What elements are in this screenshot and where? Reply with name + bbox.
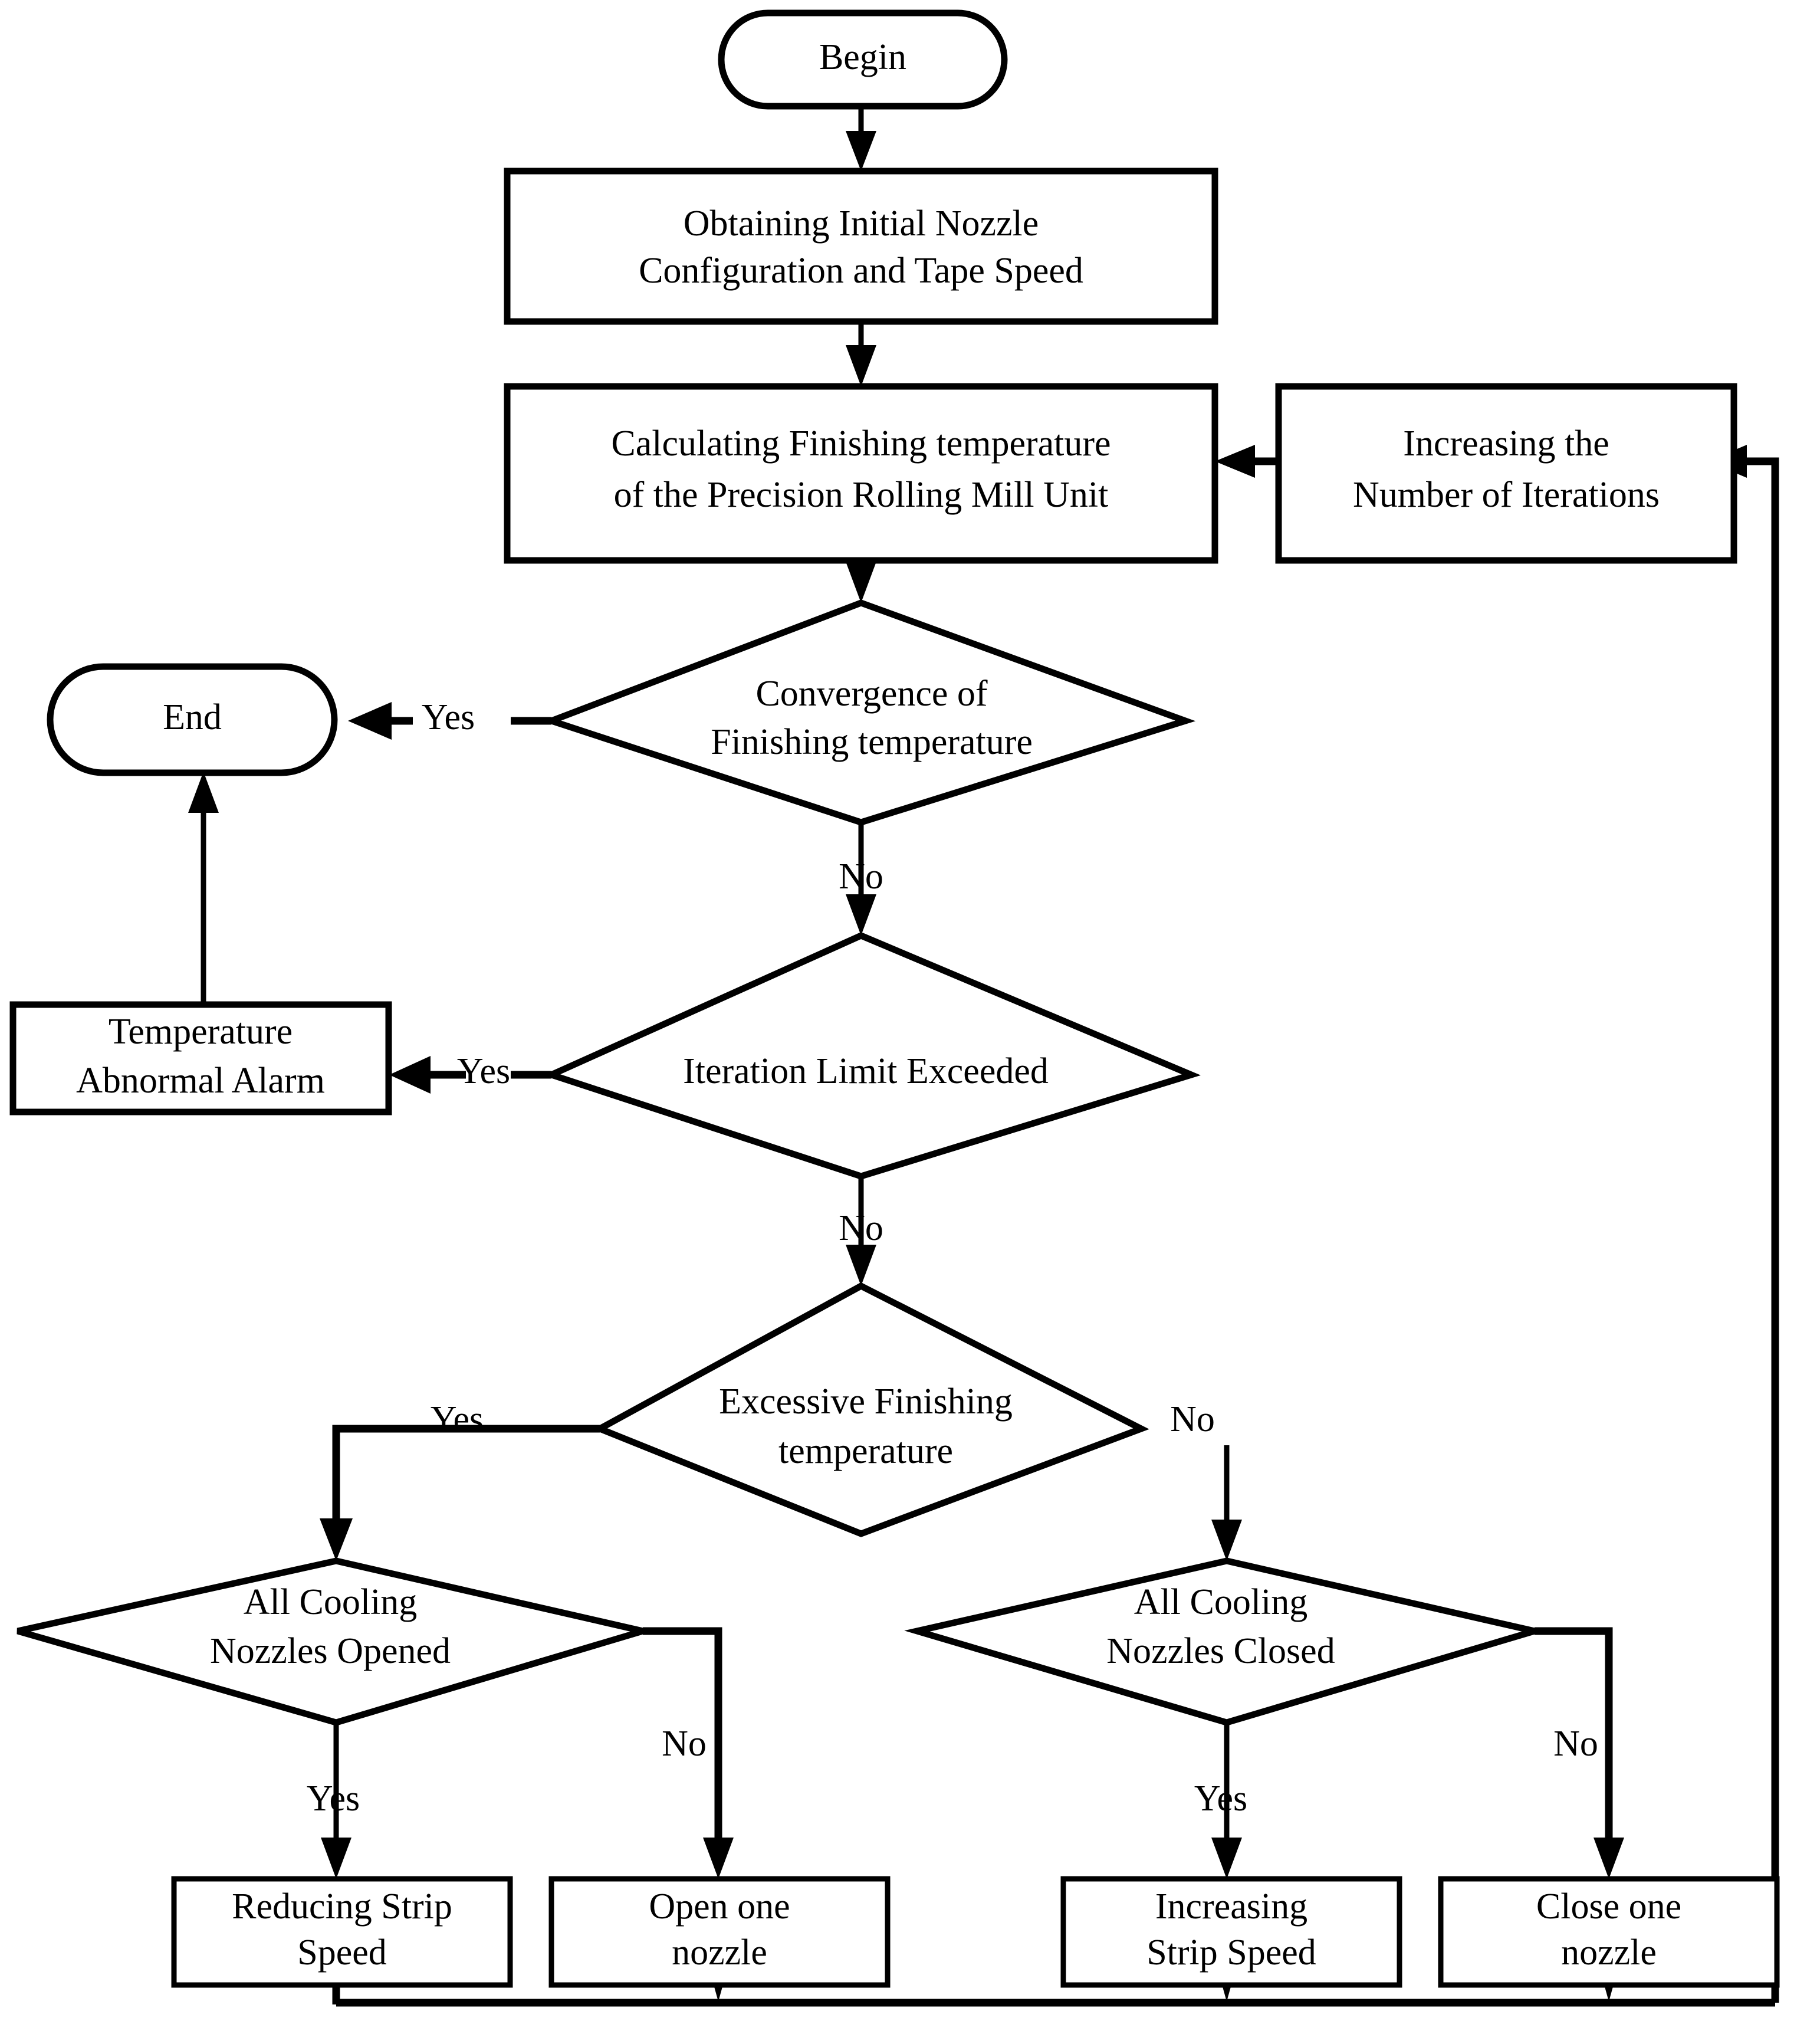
- node-alarm-line2: Abnormal Alarm: [76, 1061, 325, 1101]
- node-increasing-speed-line1: Increasing: [1155, 1886, 1307, 1927]
- node-excessive-line1: Excessive Finishing: [719, 1382, 1013, 1422]
- edge-closed-yes-to-increasing: [1211, 1723, 1242, 1879]
- edge-calculating-to-convergence: [846, 560, 876, 603]
- edge-feedback-loop-right: [1708, 445, 1779, 2003]
- edge-label-iteration-yes: Yes: [457, 1051, 510, 1091]
- node-convergence-decision[interactable]: Convergence of Finishing temperature: [541, 599, 1196, 826]
- node-close-one-nozzle[interactable]: Close one nozzle: [1438, 1876, 1780, 1988]
- node-open-nozzle-line2: nozzle: [672, 1933, 767, 1973]
- edge-excessive-no-to-closed: [1211, 1445, 1242, 1561]
- node-end[interactable]: End: [47, 663, 338, 776]
- edge-label-opened-no: No: [662, 1724, 707, 1764]
- node-convergence-line2: Finishing temperature: [711, 722, 1033, 762]
- edge-label-excessive-no: No: [1170, 1399, 1215, 1439]
- node-open-one-nozzle[interactable]: Open one nozzle: [548, 1876, 891, 1988]
- node-iteration-limit-decision[interactable]: Iteration Limit Exceeded: [542, 932, 1201, 1180]
- node-reducing-strip-speed[interactable]: Reducing Strip Speed: [171, 1876, 513, 1988]
- node-calculating-line1: Calculating Finishing temperature: [611, 424, 1111, 464]
- node-opened-line1: All Cooling: [244, 1582, 418, 1622]
- edge-label-opened-yes: Yes: [307, 1779, 360, 1819]
- edge-iterations-to-calculating: [1215, 445, 1279, 478]
- node-all-cooling-nozzles-closed-decision[interactable]: All Cooling Nozzles Closed: [904, 1557, 1548, 1726]
- node-begin[interactable]: Begin: [718, 9, 1008, 110]
- node-obtain-line1: Obtaining Initial Nozzle: [684, 204, 1039, 244]
- edge-opened-no-to-open-nozzle: [643, 1627, 734, 1879]
- node-iteration-limit-line1: Iteration Limit Exceeded: [683, 1051, 1049, 1091]
- node-reducing-line2: Speed: [297, 1933, 387, 1973]
- node-increasing-strip-speed[interactable]: Increasing Strip Speed: [1060, 1876, 1402, 1988]
- edge-opened-yes-to-reducing: [321, 1723, 351, 1879]
- node-excessive-line2: temperature: [778, 1431, 953, 1471]
- node-all-cooling-nozzles-opened-decision[interactable]: All Cooling Nozzles Opened: [17, 1557, 656, 1726]
- node-begin-label: Begin: [819, 37, 906, 77]
- node-open-nozzle-line1: Open one: [649, 1886, 790, 1927]
- node-obtain-line2: Configuration and Tape Speed: [639, 251, 1083, 291]
- node-excessive-finishing-temperature-decision[interactable]: Excessive Finishing temperature: [592, 1282, 1149, 1537]
- node-obtaining-initial-nozzle[interactable]: Obtaining Initial Nozzle Configuration a…: [504, 168, 1218, 325]
- edge-label-iteration-no: No: [839, 1208, 883, 1248]
- edge-label-convergence-yes: Yes: [422, 697, 475, 737]
- edge-label-closed-no: No: [1553, 1724, 1598, 1764]
- node-iterations-line1: Increasing the: [1403, 424, 1609, 464]
- edge-convergence-no-to-iteration-limit: [846, 822, 876, 936]
- edge-closed-no-to-close-nozzle: [1535, 1627, 1624, 1879]
- node-reducing-line1: Reducing Strip: [232, 1886, 452, 1927]
- edge-excessive-yes-to-opened: [320, 1425, 600, 1561]
- edge-begin-to-obtain: [846, 106, 876, 171]
- node-close-nozzle-line2: nozzle: [1561, 1933, 1657, 1973]
- node-iterations-line2: Number of Iterations: [1353, 475, 1660, 515]
- edge-alarm-to-end: [188, 772, 219, 1003]
- node-increasing-number-of-iterations[interactable]: Increasing the Number of Iterations: [1275, 383, 1737, 564]
- node-closed-line2: Nozzles Closed: [1106, 1631, 1335, 1671]
- node-end-label: End: [163, 697, 222, 737]
- node-increasing-speed-line2: Strip Speed: [1146, 1933, 1316, 1973]
- node-close-nozzle-line1: Close one: [1536, 1886, 1681, 1927]
- node-temperature-abnormal-alarm[interactable]: Temperature Abnormal Alarm: [9, 1001, 392, 1115]
- node-calculating-finishing-temperature[interactable]: Calculating Finishing temperature of the…: [504, 383, 1218, 564]
- edge-obtain-to-calculating: [846, 321, 876, 386]
- edge-label-convergence-no: No: [839, 857, 883, 897]
- edge-iteration-no-to-excessive: [846, 1176, 876, 1286]
- node-convergence-line1: Convergence of: [755, 674, 987, 714]
- node-calculating-line2: of the Precision Rolling Mill Unit: [614, 475, 1109, 515]
- edge-label-closed-yes: Yes: [1194, 1779, 1247, 1819]
- node-opened-line2: Nozzles Opened: [210, 1631, 451, 1671]
- node-alarm-line1: Temperature: [109, 1012, 293, 1052]
- node-closed-line1: All Cooling: [1134, 1582, 1308, 1622]
- edge-label-excessive-yes: Yes: [431, 1399, 484, 1439]
